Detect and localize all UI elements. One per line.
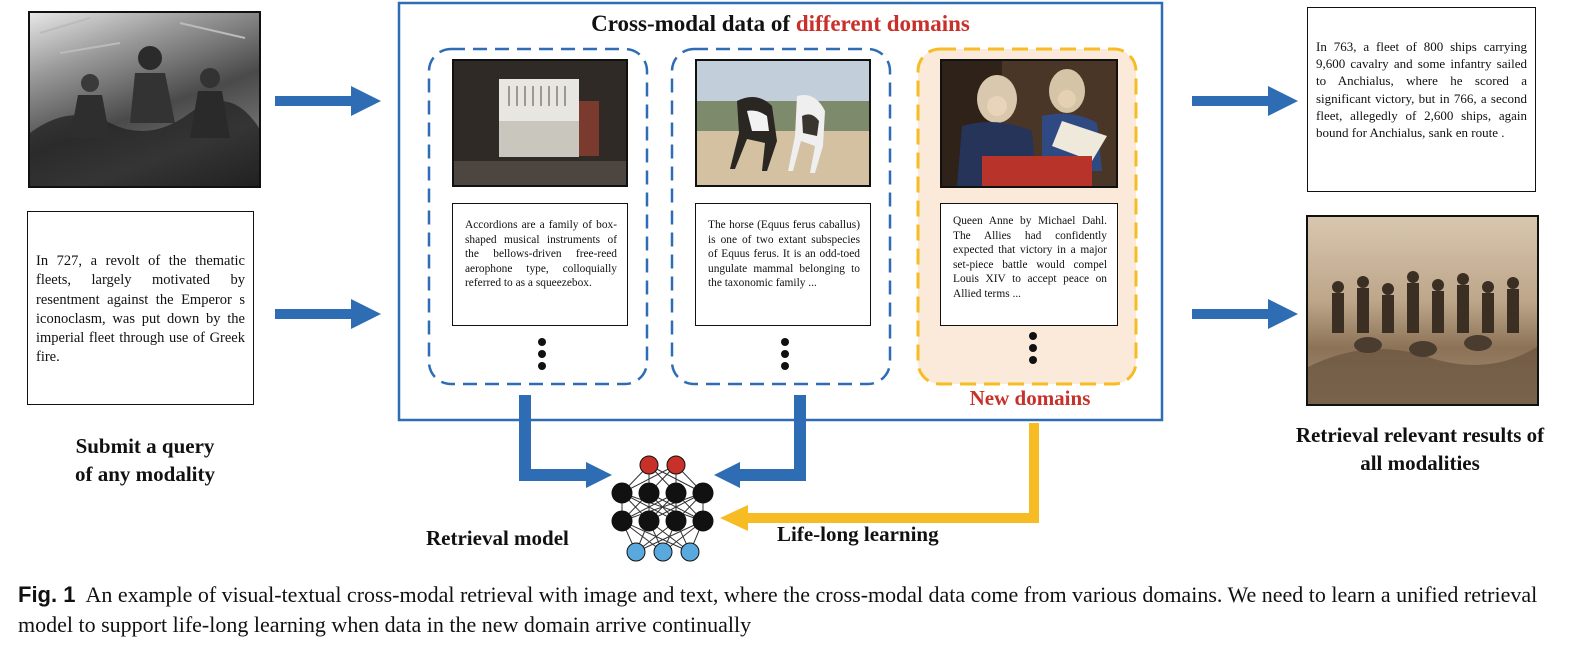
network-node (653, 542, 673, 562)
network-node (665, 510, 687, 532)
network-edge (635, 520, 704, 553)
network-node (666, 455, 686, 475)
network-node (692, 482, 714, 504)
arrow-domain2-to-model (714, 395, 806, 488)
domain-text-accordion: Accordions are a family of box-shaped mu… (465, 219, 617, 290)
domain-box-accordion (427, 47, 649, 386)
more-items-indicator (1028, 332, 1038, 368)
query-label: Submit a query of any modality (30, 432, 260, 488)
network-node (680, 542, 700, 562)
retrieval-model-label: Retrieval model (426, 526, 569, 550)
lifelong-learning-label: Life-long learning (777, 522, 939, 546)
network-node (692, 510, 714, 532)
domain-image-accordion (452, 59, 628, 187)
arrow-lifelong-learning (720, 423, 1039, 531)
new-domains-label: New domains (969, 386, 1091, 410)
domain-image-painting (940, 59, 1118, 188)
domain-image-horses (695, 59, 871, 187)
network-node (626, 542, 646, 562)
domain-text-box-accordion: Accordions are a family of box-shaped mu… (452, 203, 628, 326)
arrow-text-result (1192, 86, 1298, 116)
domain-box-horse (670, 47, 892, 386)
arrow-image-query (275, 86, 381, 116)
domain-text-horse: The horse (Equus ferus caballus) is one … (708, 219, 860, 290)
retrieval-model-network-icon (611, 455, 714, 562)
domain-text-painting: Queen Anne by Michael Dahl. The Allies h… (953, 215, 1107, 300)
more-items-indicator (780, 338, 790, 374)
panel-title: Cross-modal data of different domains (399, 11, 1162, 37)
network-node (638, 510, 660, 532)
domain-text-box-painting: Queen Anne by Michael Dahl. The Allies h… (940, 203, 1118, 326)
network-edge (621, 492, 704, 522)
query-text-box: In 727, a revolt of the thematic fleets,… (27, 211, 254, 405)
network-node (665, 482, 687, 504)
network-node (639, 455, 659, 475)
network-node (611, 482, 633, 504)
arrow-domain1-to-model (519, 395, 612, 488)
figure-number: Fig. 1 (18, 582, 76, 607)
cross-modal-panel (397, 1, 1164, 422)
panel-title-highlight: different domains (795, 11, 970, 36)
figure-caption-text: An example of visual-textual cross-modal… (18, 582, 1538, 637)
arrow-image-result (1192, 299, 1298, 329)
query-label-line1: Submit a query (75, 434, 215, 458)
panel-title-prefix: Cross-modal data of (591, 11, 796, 36)
query-image-battle-sketch (28, 11, 261, 188)
result-image-group-photo (1306, 215, 1539, 406)
network-node (638, 482, 660, 504)
results-label-line2: all modalities (1360, 451, 1480, 475)
query-label-line2: of any modality (74, 462, 215, 486)
result-text: In 763, a fleet of 800 ships carrying 9,… (1316, 39, 1527, 141)
arrow-text-query (275, 299, 381, 329)
results-label: Retrieval relevant results of all modali… (1270, 421, 1570, 477)
results-label-line1: Retrieval relevant results of (1295, 423, 1545, 447)
domain-text-box-horse: The horse (Equus ferus caballus) is one … (695, 203, 871, 326)
result-text-box: In 763, a fleet of 800 ships carrying 9,… (1307, 7, 1536, 192)
query-text: In 727, a revolt of the thematic fleets,… (36, 253, 245, 366)
network-node (611, 510, 633, 532)
more-items-indicator (537, 338, 547, 374)
